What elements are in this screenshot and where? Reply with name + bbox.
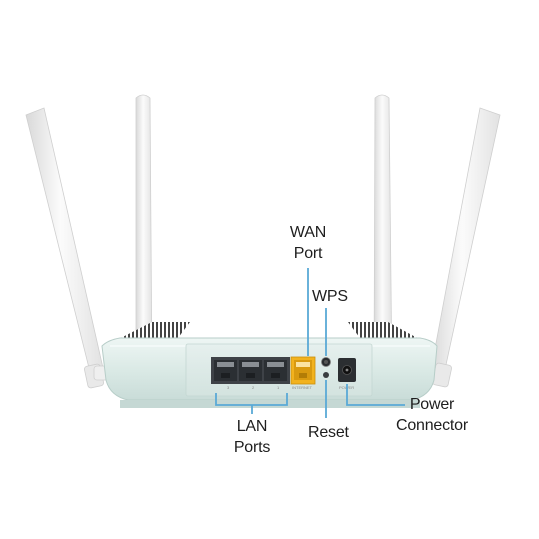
lan-port-2 [239,360,262,381]
wan-port: INTERNET [290,356,316,390]
callout-lines [215,268,405,418]
antenna-left-outer [25,107,115,389]
lan-port-1 [264,360,287,381]
power-connector-label: Power Connector [395,396,469,434]
reset-pinhole [323,372,329,378]
wps-button [321,357,331,367]
power-callout-line [346,384,405,406]
lan-ports: 3 2 1 [211,357,290,390]
lan-port-3 [214,360,237,381]
lan-port-number: 3 [227,385,230,390]
wan-port-label: WAN Port [289,224,327,262]
reset-label: Reset [308,424,349,441]
lan-port-number: 1 [277,385,280,390]
wps-label: WPS [312,288,348,305]
lan-ports-label: LAN Ports [233,418,271,456]
lan-port-number: 2 [252,385,255,390]
wan-port-tag: INTERNET [292,385,313,390]
